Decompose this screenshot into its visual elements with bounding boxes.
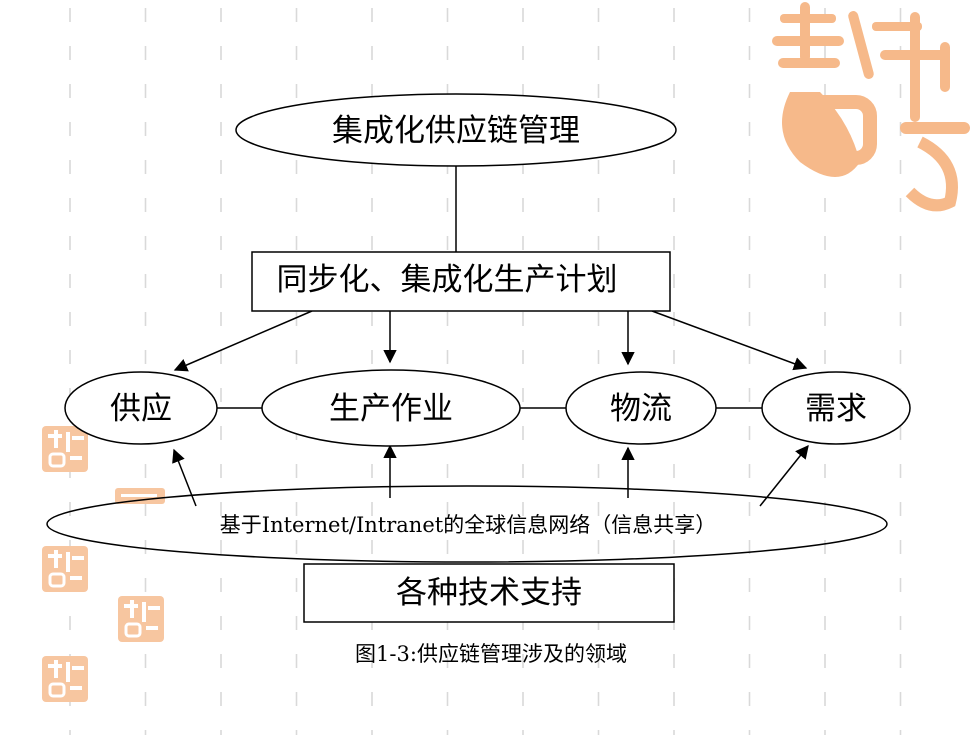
node-demand: 需求 xyxy=(761,371,911,445)
node-production-label: 生产作业 xyxy=(329,391,453,427)
node-global-network: 基于Internet/Intranet的全球信息网络（信息共享） xyxy=(46,485,888,563)
node-logistics: 物流 xyxy=(565,371,717,445)
node-integrated-scm: 集成化供应链管理 xyxy=(235,93,677,167)
node-supply-label: 供应 xyxy=(110,391,172,427)
node-supply: 供应 xyxy=(64,371,218,445)
node-tech-support-label: 各种技术支持 xyxy=(396,575,582,611)
node-global-network-label: 基于Internet/Intranet的全球信息网络（信息共享） xyxy=(220,513,716,537)
node-production-plan-label: 同步化、集成化生产计划 xyxy=(277,262,618,298)
auspicious-seal-icon xyxy=(42,2,970,702)
edges xyxy=(172,165,809,507)
node-logistics-label: 物流 xyxy=(610,391,672,427)
node-integrated-scm-label: 集成化供应链管理 xyxy=(332,113,580,149)
arrow-plan-to-demand xyxy=(651,310,808,371)
figure-caption: 图1-3:供应链管理涉及的领域 xyxy=(355,642,627,666)
node-tech-support: 各种技术支持 xyxy=(303,563,675,623)
node-production: 生产作业 xyxy=(261,369,521,447)
arrow-network-to-demand xyxy=(759,444,809,507)
node-demand-label: 需求 xyxy=(805,391,867,427)
node-production-plan: 同步化、集成化生产计划 xyxy=(251,251,671,312)
arrow-network-to-supply xyxy=(172,448,197,507)
arrow-plan-to-supply xyxy=(173,310,313,372)
